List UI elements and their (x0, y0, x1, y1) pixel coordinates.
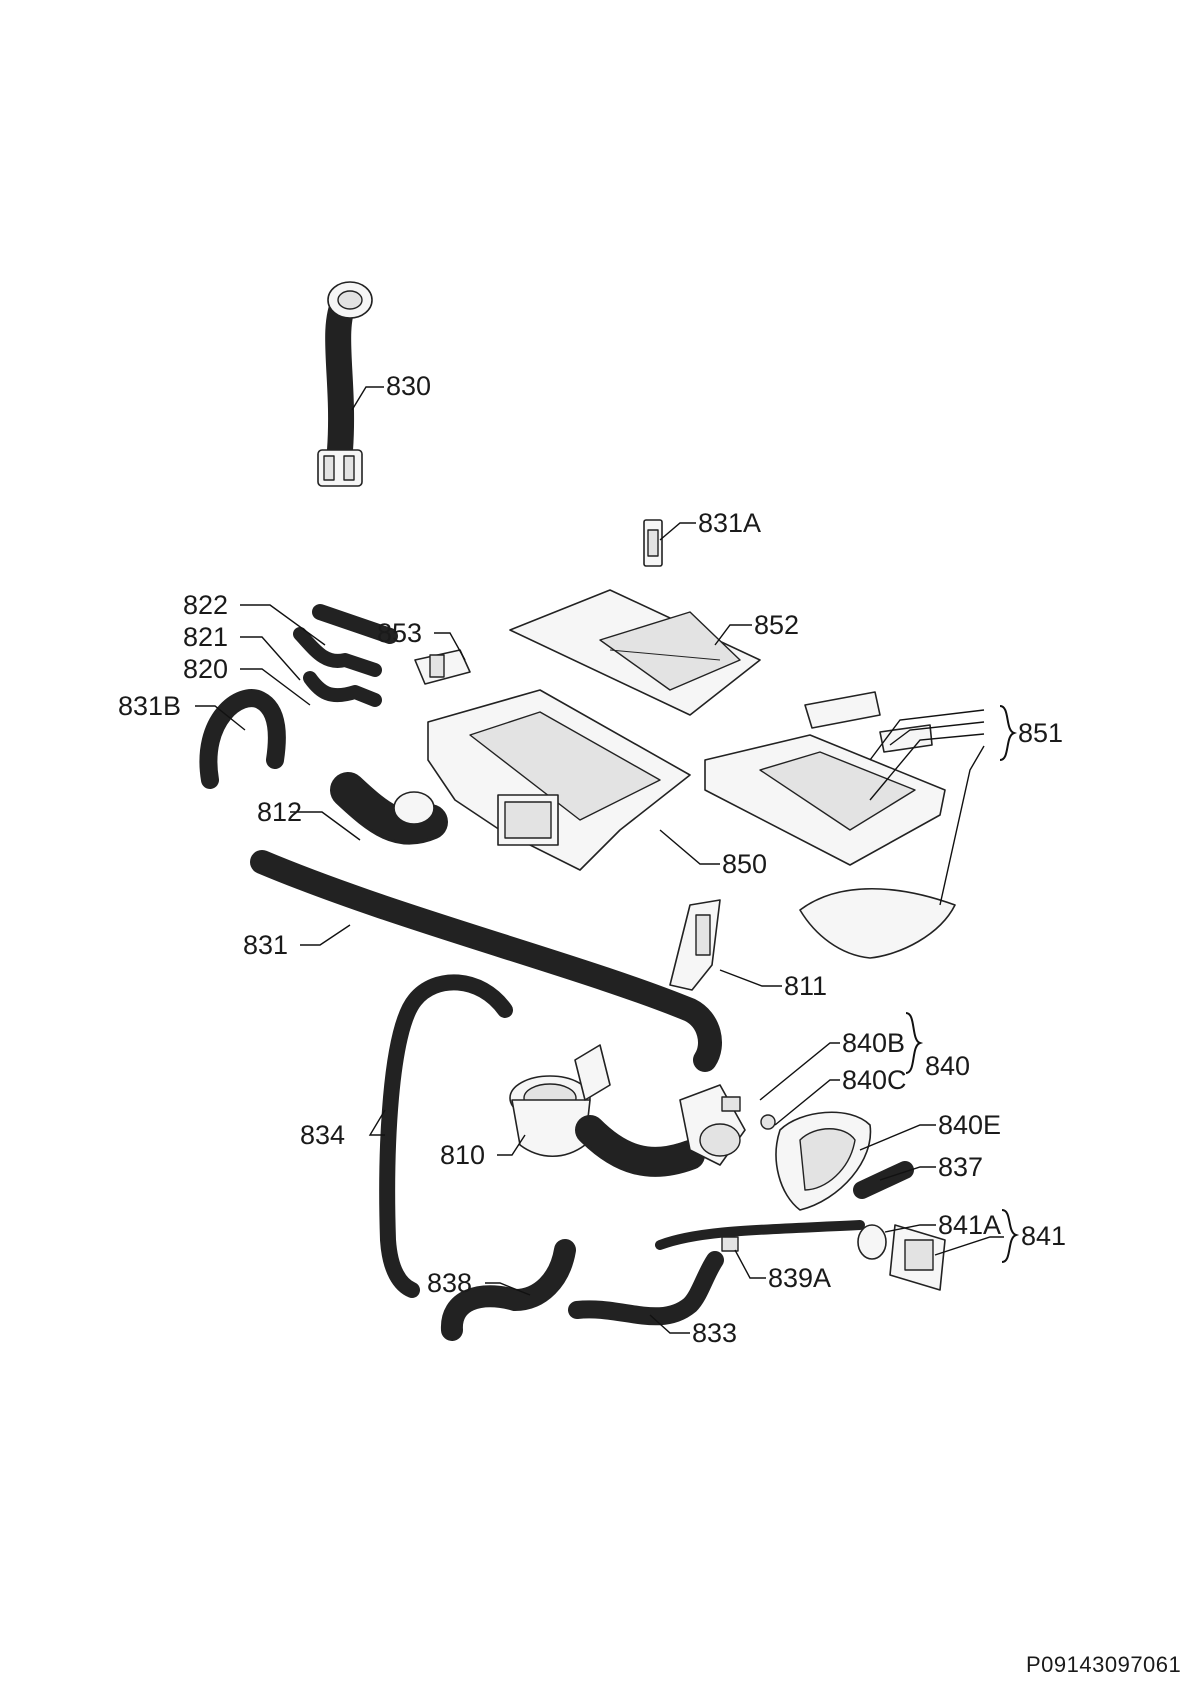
part-840C (760, 1114, 776, 1130)
leader-lines (195, 386, 1004, 1334)
part-838-hose (441, 1239, 576, 1341)
part-831A-clip (643, 519, 663, 567)
callout-840E: 840E (938, 1110, 1001, 1140)
callout-840C: 840C (842, 1065, 907, 1095)
callout-852: 852 (754, 610, 799, 640)
part-851-drawer (704, 691, 956, 959)
part-831B-hose-guide (199, 689, 286, 789)
callout-841A: 841A (938, 1210, 1001, 1240)
group-braces (905, 705, 1020, 1263)
callout-822: 822 (183, 590, 228, 620)
part-839A-hose (655, 1220, 865, 1252)
callout-810: 810 (440, 1140, 485, 1170)
callout-821: 821 (183, 622, 228, 652)
callout-820: 820 (183, 654, 228, 684)
callout-840: 840 (925, 1051, 970, 1081)
part-840-pump (679, 1084, 776, 1166)
part-853-bracket (414, 649, 471, 685)
part-811-duct (669, 899, 721, 991)
callout-837: 837 (938, 1152, 983, 1182)
brace-851 (999, 705, 1018, 761)
part-810-sump (509, 1044, 705, 1177)
brace-841 (1001, 1209, 1020, 1263)
part-812-bellows (330, 772, 448, 845)
part-831-corrugated-hose (250, 850, 722, 1072)
callout-811: 811 (784, 971, 827, 1001)
callout-839A: 839A (768, 1263, 831, 1293)
callout-850: 850 (722, 849, 767, 879)
callout-831A: 831A (698, 508, 761, 538)
part-840E-pump-cover (775, 1111, 872, 1211)
callout-830: 830 (386, 371, 431, 401)
callout-834: 834 (300, 1120, 345, 1150)
part-820-hose (303, 671, 382, 707)
callout-840B: 840B (842, 1028, 905, 1058)
part-850-dispenser-housing (427, 689, 691, 871)
part-834-hose (379, 974, 513, 1298)
callout-853: 853 (377, 618, 422, 648)
callout-851: 851 (1018, 718, 1063, 748)
part-841-filter (857, 1224, 946, 1291)
part-852-dispenser-lid (509, 589, 761, 716)
callout-812: 812 (257, 797, 302, 827)
callout-841: 841 (1021, 1221, 1066, 1251)
callout-838: 838 (427, 1268, 472, 1298)
part-833-hose (568, 1251, 724, 1326)
document-code: P09143097061 (1026, 1652, 1182, 1677)
part-822-tube (312, 604, 398, 644)
part-821-hose (293, 627, 382, 677)
part-841A-seal (857, 1224, 887, 1260)
part-837-hose (853, 1161, 914, 1199)
callout-labels: 830 831A 822 821 820 853 852 831B 851 81… (118, 371, 1066, 1348)
callout-831: 831 (243, 930, 288, 960)
callout-831B: 831B (118, 691, 181, 721)
part-830-drain-hose (317, 281, 373, 487)
part-840B (721, 1096, 741, 1112)
callout-833: 833 (692, 1318, 737, 1348)
brace-840 (905, 1012, 924, 1074)
